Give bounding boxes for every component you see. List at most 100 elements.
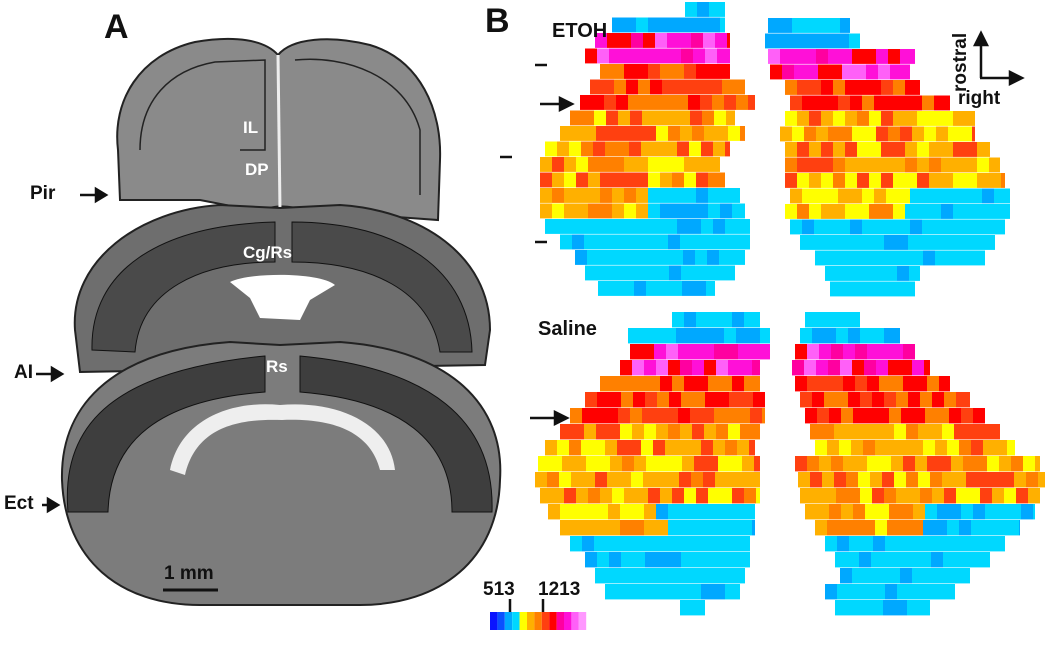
etoh-left-cell <box>676 95 688 110</box>
saline-right-cell <box>839 520 851 536</box>
saline-right-cell <box>815 440 827 456</box>
saline-right-cell <box>896 392 908 408</box>
etoh-left-cell <box>644 126 656 141</box>
saline-left-cell <box>729 552 741 568</box>
etoh-left-cell <box>696 172 708 188</box>
etoh-right-cell <box>838 95 850 111</box>
etoh-left-cell <box>705 48 717 64</box>
etoh-right-cell <box>968 235 980 250</box>
etoh-right-cell <box>768 18 780 33</box>
etoh-right-cell <box>790 95 802 111</box>
etoh-left-cell <box>720 64 730 79</box>
etoh-right-cell <box>994 219 1005 235</box>
saline-left-cell <box>620 504 632 520</box>
saline-right-cell <box>848 328 860 344</box>
etoh-left-cell <box>672 188 684 203</box>
saline-right-cell <box>948 568 960 584</box>
saline-right-cell <box>883 600 895 616</box>
etoh-left-cell <box>731 250 743 265</box>
etoh-left-cell <box>677 141 689 157</box>
saline-left-cell <box>630 344 642 360</box>
saline-right-cell <box>891 376 903 392</box>
saline-left-cell <box>618 536 630 552</box>
saline-left-cell <box>696 488 708 504</box>
etoh-right-cell <box>977 173 989 188</box>
etoh-left-cell <box>693 265 705 281</box>
saline-right-cell <box>1038 472 1045 488</box>
etoh-left-cell <box>655 33 667 48</box>
etoh-left-cell <box>647 250 659 265</box>
etoh-left-cell <box>669 265 681 281</box>
etoh-left-cell <box>545 219 557 234</box>
etoh-left-cell <box>743 250 745 265</box>
saline-left-cell <box>728 424 740 440</box>
saline-left-cell <box>730 456 742 472</box>
saline-right-cell <box>863 440 875 456</box>
etoh-right-cell <box>864 126 876 142</box>
saline-left-cell <box>642 536 654 552</box>
saline-left-cell <box>645 392 657 408</box>
etoh-left-cell <box>641 141 653 157</box>
saline-left-cell <box>760 328 770 344</box>
etoh-left-cell <box>709 2 721 17</box>
etoh-right-cell <box>909 266 920 281</box>
etoh-left-cell <box>692 126 704 141</box>
etoh-left-cell <box>552 188 564 203</box>
etoh-left-cell <box>619 33 631 48</box>
etoh-right-cell <box>886 95 898 111</box>
etoh-left-cell <box>600 172 612 188</box>
etoh-left-cell <box>697 2 709 17</box>
colorbar-min-label: 513 <box>483 579 515 600</box>
saline-right-cell <box>1026 472 1038 488</box>
etoh-right-cell <box>886 188 898 204</box>
saline-left-cell <box>684 376 696 392</box>
saline-right-cell <box>863 520 875 536</box>
etoh-right-cell <box>804 126 816 142</box>
etoh-left-cell <box>595 33 607 48</box>
etoh-right-cell <box>874 95 886 111</box>
etoh-left-cell <box>572 234 584 250</box>
etoh-right-cell <box>780 18 792 33</box>
saline-right-cell <box>907 552 919 568</box>
saline-left-cell <box>713 440 725 456</box>
saline-right-cell <box>834 472 846 488</box>
saline-left-cell <box>564 488 576 504</box>
etoh-left-cell <box>552 203 564 219</box>
etoh-left-cell <box>660 64 672 79</box>
etoh-right-cell <box>814 95 826 111</box>
saline-right-cell <box>945 584 955 600</box>
etoh-right-cell <box>912 49 915 64</box>
saline-left-cell <box>605 440 617 456</box>
etoh-right-cell <box>849 33 860 49</box>
etoh-right-cell <box>814 188 826 204</box>
saline-right-cell <box>969 536 981 552</box>
etoh-right-cell <box>857 204 869 219</box>
etoh-left-cell <box>643 33 655 48</box>
saline-right-cell <box>835 552 847 568</box>
saline-left-cell <box>594 536 606 552</box>
saline-left-cell <box>572 424 584 440</box>
etoh-left-cell <box>617 219 629 234</box>
saline-left-cell <box>666 536 678 552</box>
etoh-right-cell <box>959 250 971 266</box>
colorbar-swatch <box>504 612 513 630</box>
etoh-right-cell <box>794 64 806 80</box>
etoh-right-cell <box>970 188 982 204</box>
etoh-right-cell <box>884 235 896 250</box>
saline-left-cell <box>753 392 765 408</box>
etoh-left-cell <box>612 64 624 79</box>
saline-right-cell <box>829 312 841 328</box>
saline-right-cell <box>804 360 816 376</box>
saline-right-cell <box>860 328 872 344</box>
etoh-right-cell <box>936 126 948 142</box>
saline-left-cell <box>714 536 726 552</box>
etoh-left-cell <box>684 157 696 172</box>
saline-right-cell <box>876 360 888 376</box>
saline-left-cell <box>703 568 715 584</box>
saline-left-cell <box>660 376 672 392</box>
etoh-left-cell <box>710 79 722 95</box>
saline-right-cell <box>846 472 858 488</box>
saline-left-cell <box>716 360 728 376</box>
saline-right-cell <box>828 360 840 376</box>
etoh-left-cell <box>680 126 692 141</box>
